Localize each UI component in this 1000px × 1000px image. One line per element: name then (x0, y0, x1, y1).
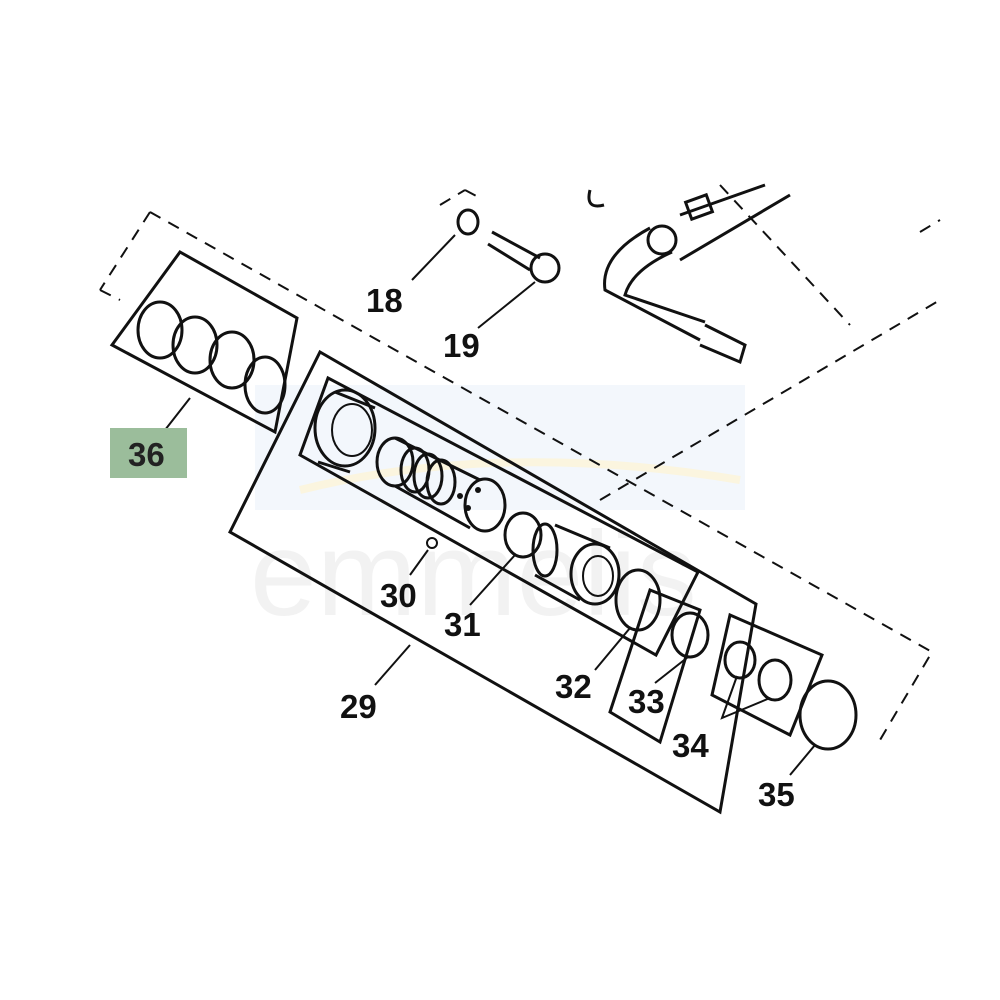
callout-19[interactable]: 19 (443, 327, 480, 364)
leader-18 (411, 234, 456, 281)
bolt-part-19 (487, 230, 561, 284)
right-sleeve-part (531, 522, 621, 606)
handle-part (587, 183, 791, 365)
o-rings-36 (136, 300, 287, 415)
leader-29 (374, 644, 411, 686)
leader-19 (477, 281, 536, 329)
washer-part-18 (456, 208, 480, 236)
callout-32[interactable]: 32 (555, 668, 592, 705)
ball-part-30 (426, 537, 438, 549)
dashed-outline-upper (439, 184, 941, 501)
leader-31 (469, 554, 516, 606)
box-part-29 (228, 349, 758, 815)
watermark: emmelis (250, 385, 745, 641)
box-valve-body (298, 375, 701, 658)
box-part-34-35 (710, 612, 824, 738)
box-part-36 (109, 250, 299, 435)
callout-35[interactable]: 35 (758, 776, 795, 813)
snap-ring-part-32 (614, 568, 662, 632)
dashed-assembly-outline (99, 211, 934, 741)
callout-18[interactable]: 18 (366, 282, 403, 319)
leader-36 (164, 397, 191, 431)
rings-part-34 (723, 640, 793, 702)
callout-36[interactable]: 36 (128, 436, 165, 473)
box-part-33 (608, 588, 702, 745)
leader-35 (789, 744, 816, 776)
callout-30[interactable]: 30 (380, 577, 417, 614)
ring-part-31 (503, 511, 543, 559)
callout-34[interactable]: 34 (672, 727, 709, 764)
callout-33[interactable]: 33 (628, 683, 665, 720)
callout-31[interactable]: 31 (444, 606, 481, 643)
o-ring-part-33 (670, 611, 710, 659)
leader-34 (720, 675, 771, 720)
leader-33 (654, 656, 689, 684)
ring-part-35 (798, 679, 858, 751)
sleeve-part (313, 388, 377, 474)
callout-29[interactable]: 29 (340, 688, 377, 725)
leader-32 (594, 627, 631, 671)
spool-part (375, 436, 507, 533)
highlight-box-36 (110, 428, 187, 478)
leader-30 (409, 549, 429, 576)
